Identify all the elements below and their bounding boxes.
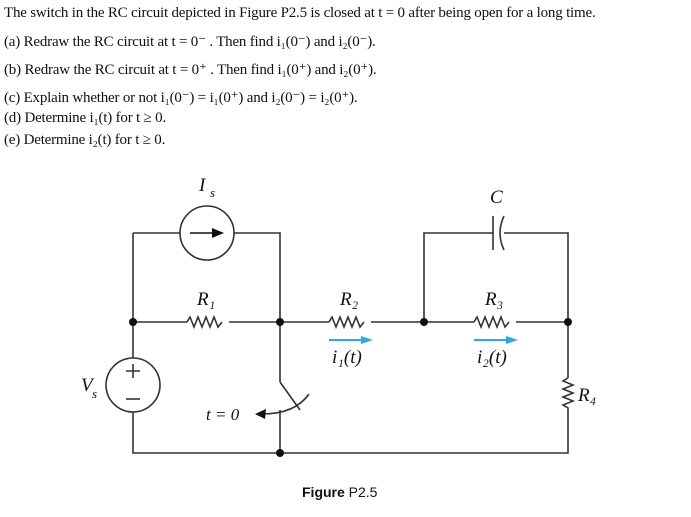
node	[276, 449, 284, 457]
resistor-r2	[328, 314, 365, 330]
part-c: (c) Explain whether or not i₁(0⁻) = i₁(0…	[4, 90, 358, 106]
node	[420, 318, 428, 326]
label-r3: R₃	[484, 289, 503, 310]
capacitor	[492, 215, 505, 251]
wire-cap	[423, 232, 569, 322]
wire-top-left	[133, 232, 281, 453]
label-is: I	[198, 175, 207, 196]
plus-sign	[126, 364, 140, 378]
part-b: (b) Redraw the RC circuit at t = 0⁺ . Th…	[4, 62, 377, 78]
label-i1: i₁(t)	[332, 347, 362, 368]
label-switch: t = 0	[206, 405, 240, 424]
label-r4: R₄	[577, 385, 596, 406]
node	[129, 318, 137, 326]
resistor-r4	[560, 377, 576, 410]
figure-caption: Figure P2.5	[302, 484, 377, 500]
i1-arrowhead-icon	[361, 336, 373, 344]
node	[564, 318, 572, 326]
caption-bold: Figure	[302, 484, 345, 500]
resistor-r3	[473, 314, 510, 330]
problem-statement: The switch in the RC circuit depicted in…	[4, 5, 596, 21]
resistor-r1	[186, 314, 223, 330]
part-a: (a) Redraw the RC circuit at t = 0⁻ . Th…	[4, 34, 376, 50]
label-r1: R₁	[196, 289, 215, 310]
label-c: C	[490, 187, 503, 208]
current-source	[179, 205, 235, 261]
i2-arrowhead-icon	[506, 336, 518, 344]
node	[276, 318, 284, 326]
part-d: (d) Determine i₁(t) for t ≥ 0.	[4, 110, 166, 126]
label-vs: V	[81, 375, 95, 396]
label-i2: i₂(t)	[477, 347, 507, 368]
part-e: (e) Determine i₂(t) for t ≥ 0.	[4, 132, 166, 148]
switch-arc	[261, 393, 310, 415]
label-vs-sub: s	[92, 386, 97, 401]
label-is-sub: s	[210, 185, 215, 200]
switch-arrowhead-icon	[255, 409, 266, 419]
label-r2: R₂	[339, 289, 359, 310]
voltage-source	[105, 357, 161, 413]
arrowhead-icon	[212, 228, 224, 238]
caption-number: P2.5	[348, 484, 378, 500]
wire-left	[132, 233, 569, 454]
